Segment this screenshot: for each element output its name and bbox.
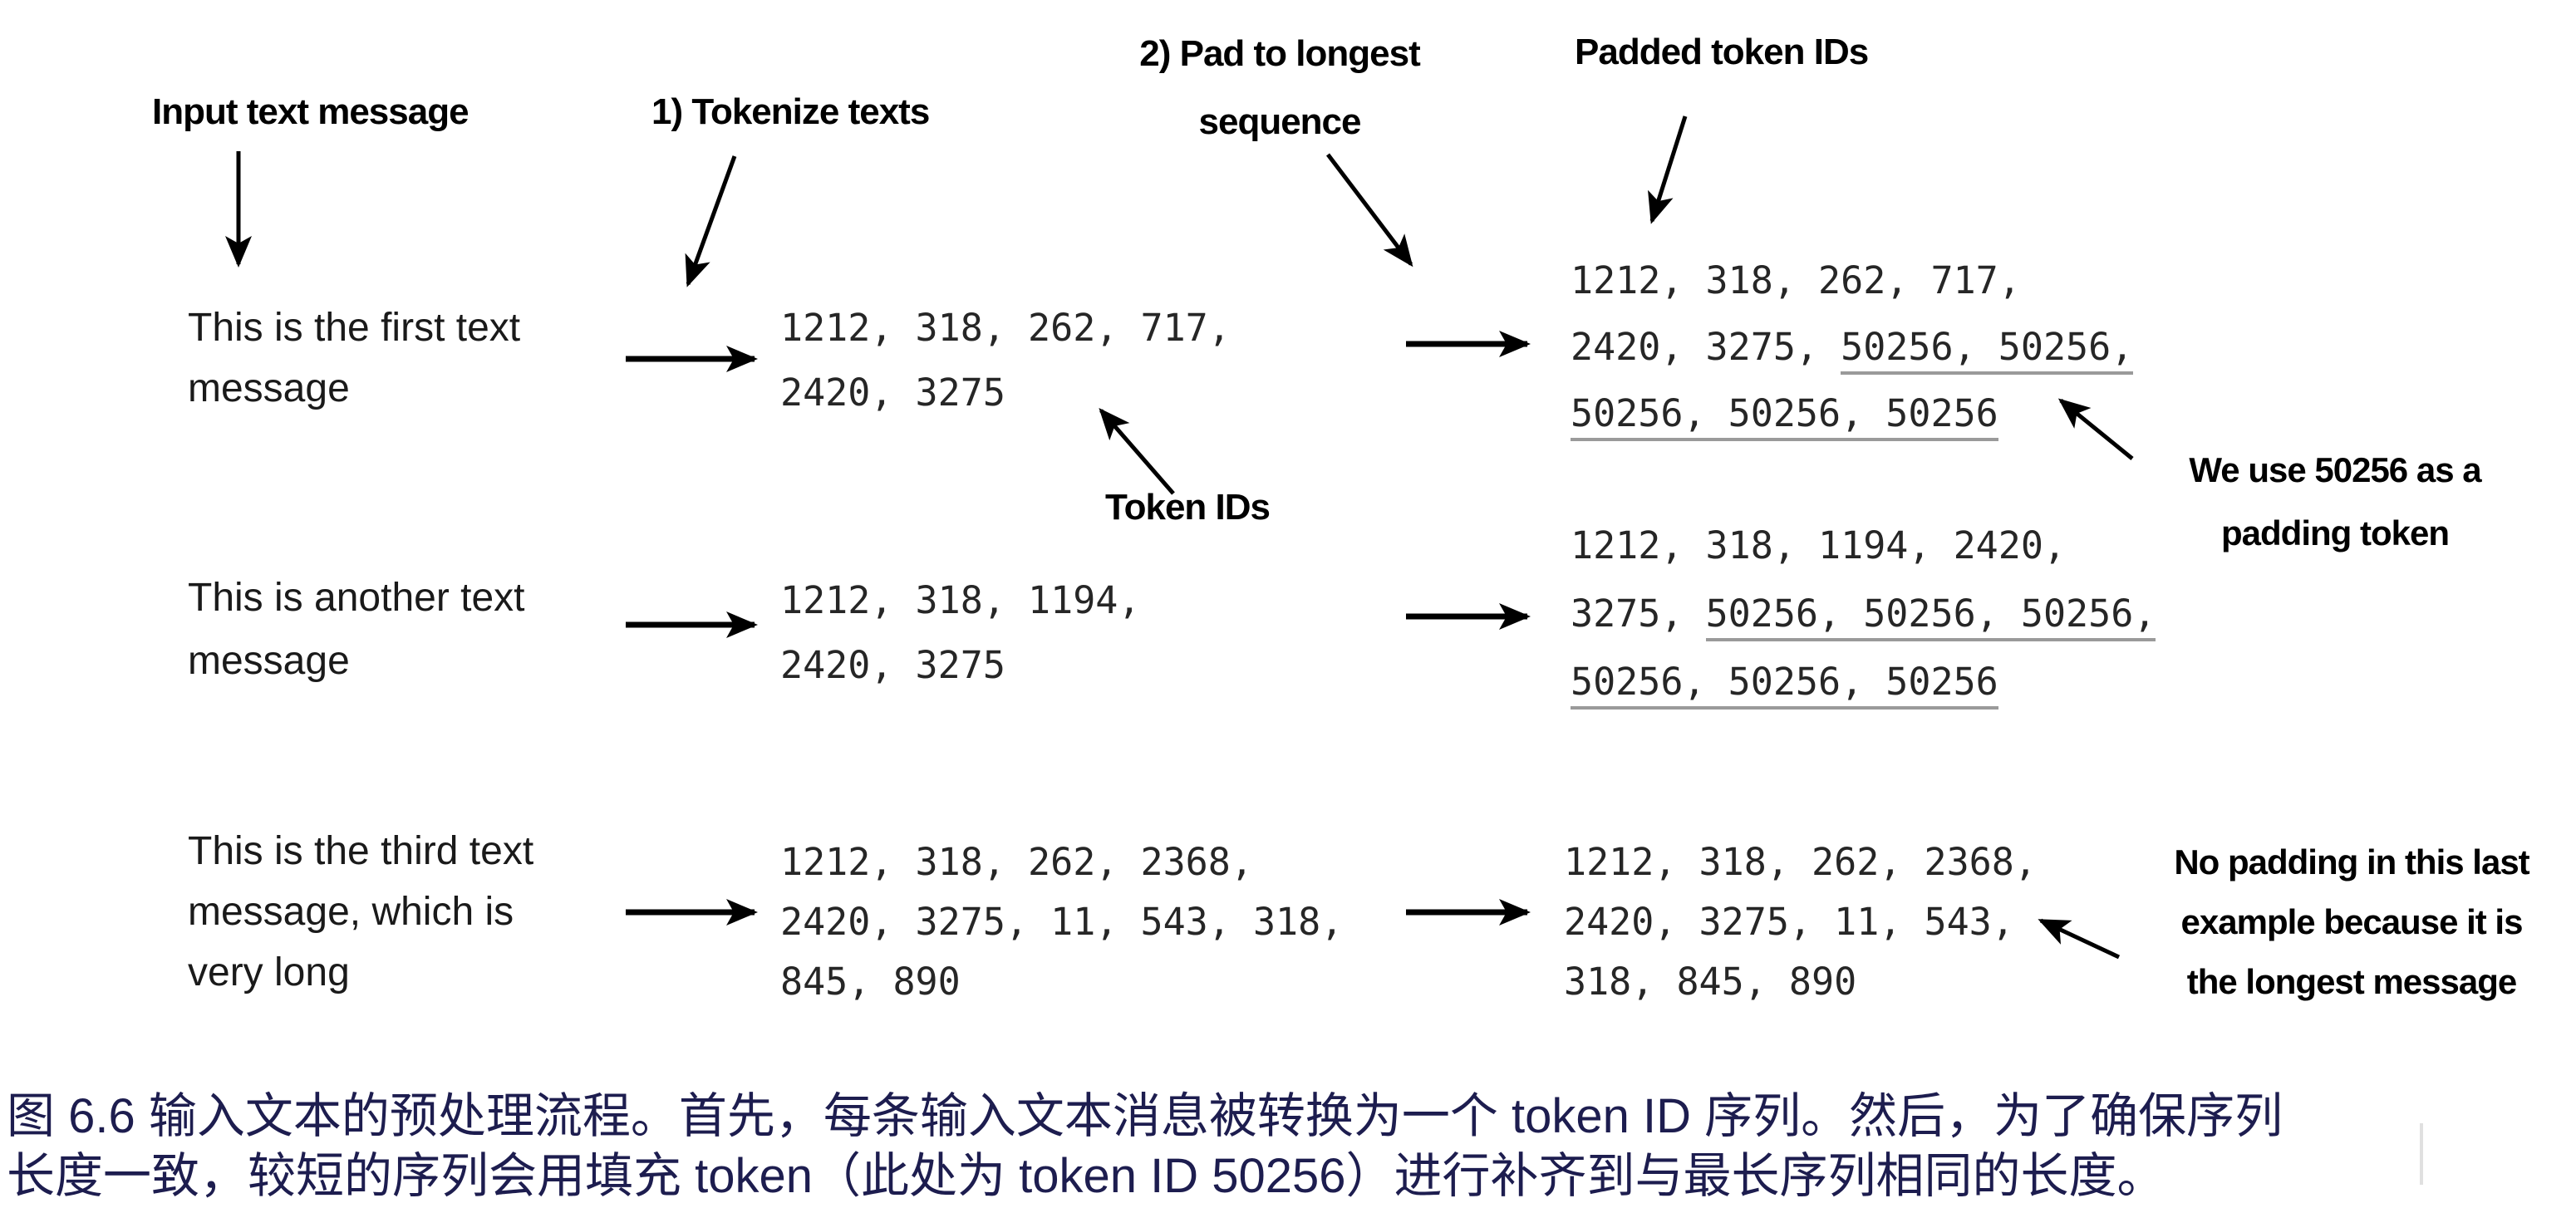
token-ids-1: 1212, 318, 262, 717, 2420, 3275 (780, 296, 1231, 425)
token-ids-line: 1212, 318, 262, 717, (780, 306, 1231, 350)
artifact-line (2420, 1123, 2423, 1185)
padded-token-ids-3: 1212, 318, 262, 2368, 2420, 3275, 11, 54… (1564, 832, 2037, 1012)
padded-line: 1212, 318, 262, 717, (1571, 258, 2021, 302)
arrow-tokenize-label (685, 155, 737, 287)
figure-caption: 图 6.6 输入文本的预处理流程。首先，每条输入文本消息被转换为一个 token… (7, 1087, 2283, 1206)
input-message-1: This is the first text message (188, 297, 520, 419)
note-line: example because it is (2180, 902, 2524, 941)
token-ids-line: 2420, 3275 (780, 643, 1005, 687)
token-ids-line: 1212, 318, 262, 2368, (780, 840, 1253, 884)
note-line: the longest message (2186, 962, 2517, 1001)
padded-line: 318, 845, 890 (1564, 960, 1857, 1004)
arrow-pad-label (1326, 153, 1413, 268)
message-line: This is the first text (188, 306, 521, 350)
note-line: No padding in this last (2174, 842, 2529, 881)
padded-line: 50256, 50256, 50256 (1571, 381, 2133, 447)
header-pad-line2: sequence (1198, 101, 1362, 142)
padded-line: 3275, 50256, 50256, 50256, (1571, 580, 2156, 648)
arrow-no-padding-note (2038, 918, 2121, 960)
message-line: message (188, 639, 350, 683)
caption-line-1: 图 6.6 输入文本的预处理流程。首先，每条输入文本消息被转换为一个 token… (7, 1089, 2283, 1143)
padded-line: 1212, 318, 262, 2368, (1564, 840, 2037, 884)
token-ids-3: 1212, 318, 262, 2368, 2420, 3275, 11, 54… (780, 832, 1343, 1012)
token-ids-line: 2420, 3275, 11, 543, 318, (780, 900, 1344, 944)
note-line: padding token (2221, 513, 2450, 552)
message-line: This is the third text (188, 829, 534, 873)
token-ids-line: 2420, 3275 (780, 371, 1005, 415)
token-ids-2: 1212, 318, 1194, 2420, 3275 (780, 568, 1140, 698)
caption-line-2: 长度一致，较短的序列会用填充 token（此处为 token ID 50256）… (7, 1149, 2166, 1203)
note-no-padding: No padding in this last example because … (2136, 832, 2568, 1012)
message-line: This is another text (188, 576, 525, 620)
padded-token-ids-2: 1212, 318, 1194, 2420, 3275, 50256, 5025… (1571, 512, 2156, 716)
message-line: message (188, 366, 350, 410)
input-message-3: This is the third text message, which is… (188, 821, 533, 1003)
header-input-text-message: Input text message (152, 91, 469, 132)
header-tokenize-texts: 1) Tokenize texts (651, 91, 930, 132)
note-padding-token: We use 50256 as a padding token (2127, 439, 2543, 565)
header-pad-to-longest: 2) Pad to longest sequence (1105, 20, 1454, 156)
padded-token-ids-1: 1212, 318, 262, 717, 2420, 3275, 50256, … (1571, 248, 2134, 447)
header-pad-line1: 2) Pad to longest (1139, 33, 1420, 74)
arrow-padded-label (1648, 115, 1688, 224)
input-message-2: This is another text message (188, 567, 525, 693)
label-token-ids: Token IDs (1105, 487, 1271, 528)
message-line: very long (188, 950, 350, 994)
padded-line: 2420, 3275, 11, 543, (1564, 900, 2014, 944)
message-line: message, which is (188, 890, 514, 934)
header-padded-token-ids: Padded token IDs (1575, 32, 1869, 72)
token-ids-line: 1212, 318, 1194, (780, 578, 1141, 622)
token-ids-line: 845, 890 (780, 960, 961, 1004)
padded-line: 1212, 318, 1194, 2420, (1571, 523, 2067, 567)
padded-line: 50256, 50256, 50256 (1571, 648, 2156, 716)
padded-line: 2420, 3275, 50256, 50256, (1571, 314, 2134, 381)
note-line: We use 50256 as a (2189, 450, 2481, 489)
